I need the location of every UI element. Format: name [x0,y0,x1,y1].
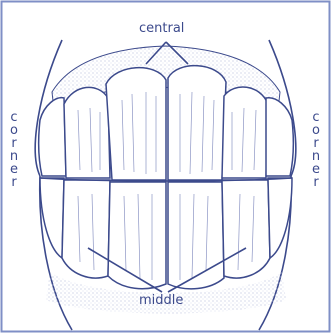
upper-central-left-tooth [106,68,166,180]
lower-teeth [40,178,292,289]
central-label: central [139,22,184,35]
upper-middle-right-tooth [222,87,268,178]
upper-corner-right-tooth [266,98,293,176]
corner-label-right: corner [311,111,321,189]
lower-corner-right-tooth [268,178,292,258]
lower-central-right-tooth [168,182,224,289]
upper-corner-left-tooth [39,98,66,176]
upper-central-right-tooth [168,66,226,180]
middle-label: middle [139,294,183,307]
lower-middle-left-tooth [62,180,110,278]
lower-middle-right-tooth [222,180,270,278]
corner-label-left: corner [9,111,19,189]
upper-middle-left-tooth [64,87,110,178]
lower-central-left-tooth [108,182,166,289]
